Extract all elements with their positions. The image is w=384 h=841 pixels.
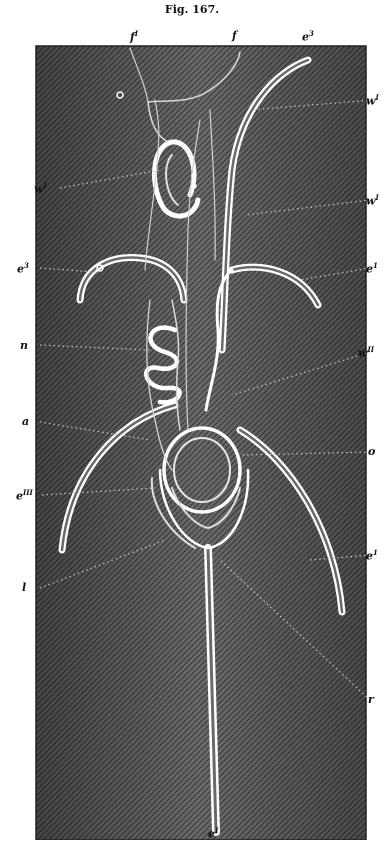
label-f-prime: fI (130, 30, 138, 43)
label-a: a (22, 416, 29, 427)
label-w-lower-right: wII (358, 346, 374, 359)
label-w-mid-right: wI (366, 194, 379, 207)
label-l: l (22, 582, 26, 593)
label-w-left: wI (34, 182, 47, 195)
label-e-bottom: eI (208, 827, 218, 840)
label-f: f (232, 30, 237, 41)
label-e1-lower-right: e1 (366, 549, 378, 562)
label-e3-top: e3 (302, 30, 314, 43)
label-e1-right: e1 (366, 262, 378, 275)
label-w-upper-right: wI (366, 94, 379, 107)
label-e-left-lower: eIII (16, 489, 33, 502)
label-r: r (368, 694, 374, 705)
label-n: n (20, 340, 28, 351)
label-o: o (368, 446, 375, 457)
label-e3-left: e3 (17, 262, 29, 275)
